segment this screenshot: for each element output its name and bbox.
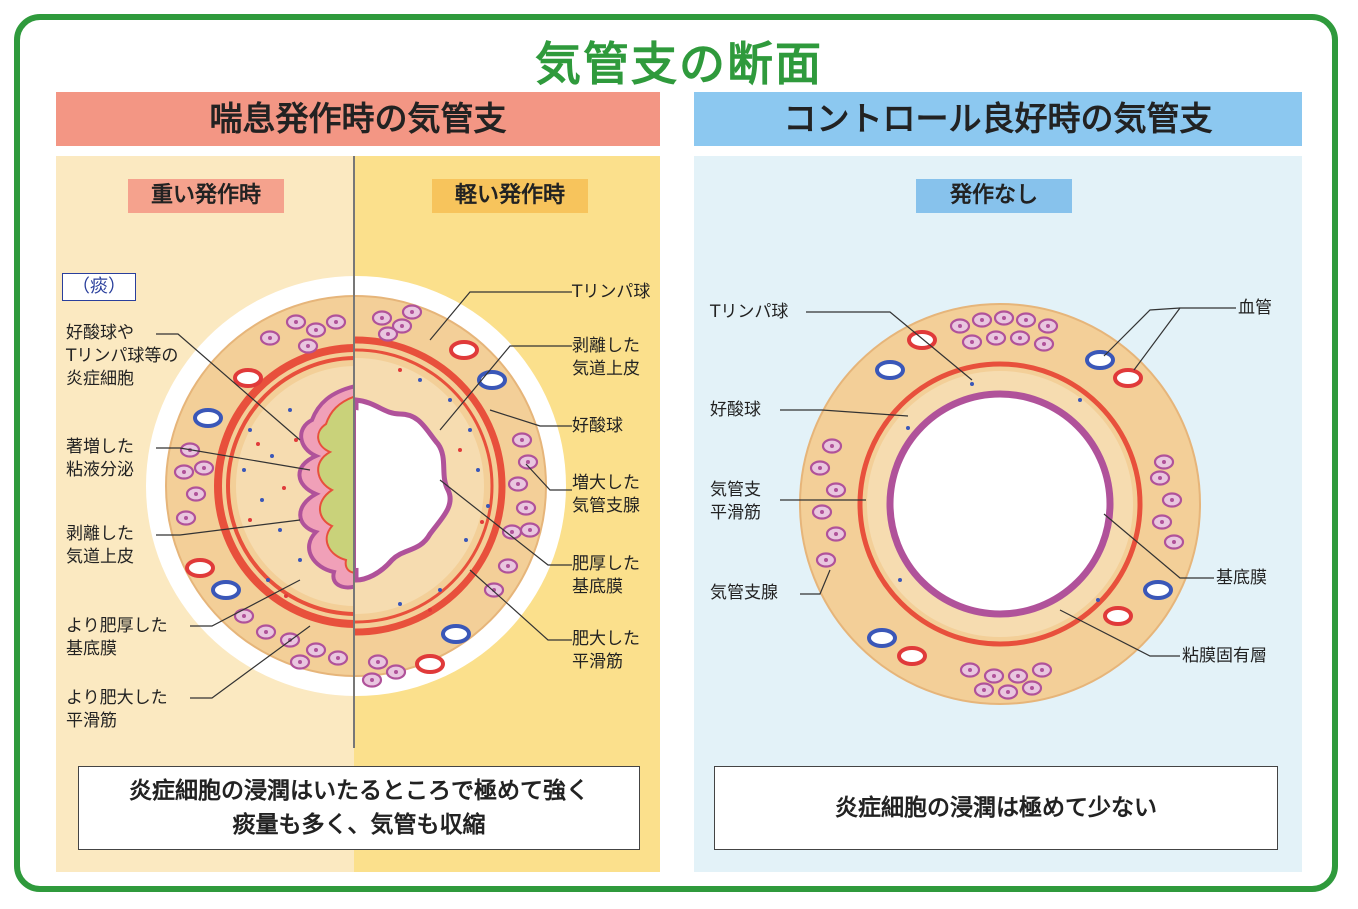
controlled-caption-box: 炎症細胞の浸潤は極めて少ない	[714, 766, 1278, 850]
controlled-caption: 炎症細胞の浸潤は極めて少ない	[835, 795, 1157, 821]
phlegm-tag: （痰）	[62, 273, 136, 301]
label-eosinophil: 好酸球	[710, 400, 761, 420]
mild-attack-tag: 軽い発作時	[432, 179, 588, 213]
label-thicker-basement-membrane: より肥厚した 基底膜	[66, 616, 168, 659]
label-enlarged-gland: 増大した 気管支腺	[572, 473, 640, 516]
asthma-attack-header: 喘息発作時の気管支	[56, 92, 660, 146]
healthy-bronchus	[799, 303, 1201, 705]
label-t-lymphocyte: Tリンパ球	[710, 302, 789, 322]
no-attack-tag: 発作なし	[916, 179, 1072, 213]
asthma-caption: 炎症細胞の浸潤はいたるところで極めて強く 痰量も多く、気管も収縮	[129, 778, 589, 838]
label-smooth-muscle: 気管支 平滑筋	[710, 480, 761, 523]
controlled-header: コントロール良好時の気管支	[694, 92, 1302, 146]
asthma-caption-box: 炎症細胞の浸潤はいたるところで極めて強く 痰量も多く、気管も収縮	[78, 766, 640, 850]
page-title: 気管支の断面	[535, 37, 823, 91]
label-t-lymphocyte-mild: Tリンパ球	[572, 282, 651, 302]
panel-divider	[353, 156, 355, 748]
label-mucus-secretion: 著増した 粘液分泌	[66, 437, 134, 480]
severe-bronchus	[165, 295, 354, 677]
label-shed-epithelium-severe: 剥離した 気道上皮	[66, 524, 134, 567]
label-eosinophil-mild: 好酸球	[572, 416, 623, 436]
label-inflammatory-cells: 好酸球や Tリンパ球等の 炎症細胞	[66, 323, 179, 389]
severe-attack-tag: 重い発作時	[128, 179, 284, 213]
label-basement-membrane: 基底膜	[1216, 568, 1267, 588]
label-hypertrophic-muscle-severe: より肥大した 平滑筋	[66, 688, 168, 731]
label-shed-epithelium-mild: 剥離した 気道上皮	[572, 336, 640, 379]
label-hypertrophic-muscle-mild: 肥大した 平滑筋	[572, 629, 640, 672]
mild-bronchus	[354, 295, 547, 688]
label-bronchial-gland: 気管支腺	[710, 583, 778, 603]
label-thickened-membrane: 肥厚した 基底膜	[572, 554, 640, 597]
label-blood-vessel: 血管	[1238, 298, 1272, 318]
label-lamina-propria: 粘膜固有層	[1182, 646, 1267, 666]
